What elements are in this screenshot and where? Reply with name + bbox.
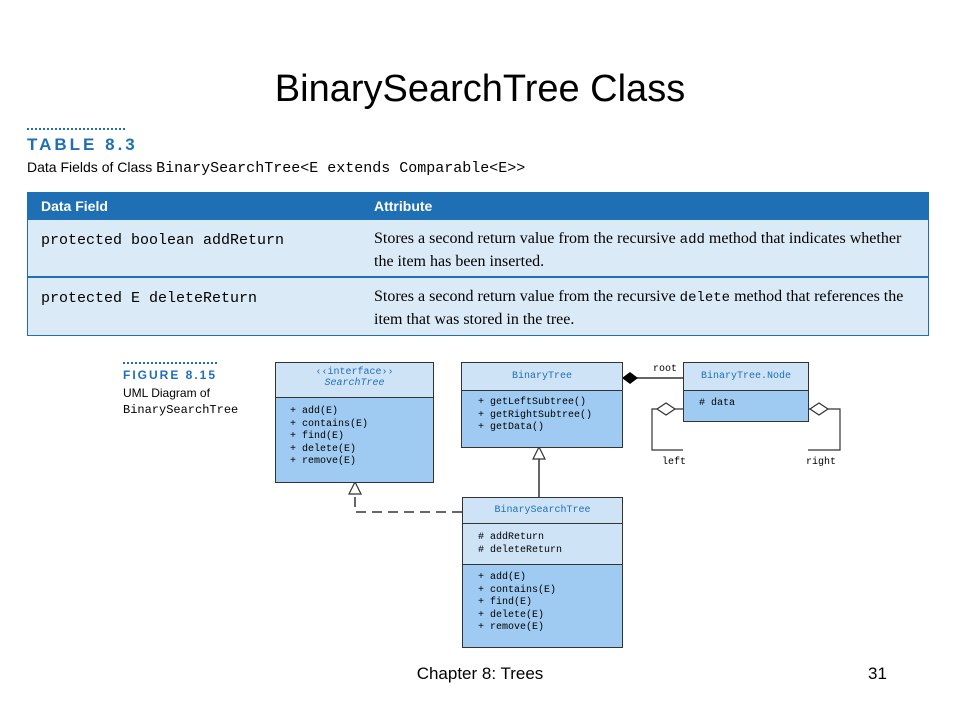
right-association-line [808, 408, 841, 451]
method-item: + getLeftSubtree() [478, 397, 587, 408]
cell-attribute: Stores a second return value from the re… [374, 228, 919, 272]
binarytree-class-box: BinaryTree + getLeftSubtree() + getRight… [461, 362, 623, 448]
left-aggregation-diamond [655, 402, 677, 416]
cell-attribute: Stores a second return value from the re… [374, 286, 919, 330]
searchtree-methods: + add(E) + contains(E) + find(E) + delet… [290, 406, 368, 469]
table-label: TABLE 8.3 [27, 135, 138, 154]
field-item: # addReturn [478, 532, 545, 543]
binarytree-name: BinaryTree [462, 363, 622, 391]
searchtree-interface-box: ‹‹interface›› SearchTree + add(E) + cont… [275, 362, 434, 483]
method-item: + find(E) [478, 597, 533, 608]
figure-caption: UML Diagram of [123, 386, 210, 400]
slide-title: BinarySearchTree Class [274, 68, 686, 110]
bst-fields-section: # addReturn # deleteReturn [463, 524, 622, 565]
attr-text: Stores a second return value from the re… [374, 288, 680, 305]
field-item: # deleteReturn [478, 544, 563, 556]
figure-caption-class: BinarySearchTree [123, 403, 239, 417]
interface-stereotype: ‹‹interface›› [315, 367, 394, 378]
cell-field: protected E deleteReturn [41, 290, 258, 307]
attr-text: method that references the item that was… [374, 288, 904, 328]
method-item: + contains(E) [478, 584, 557, 596]
page-number: 31 [868, 664, 887, 683]
method-item: + remove(E) [478, 622, 545, 633]
attr-code: delete [679, 290, 731, 306]
generalization-arrowhead [532, 445, 546, 460]
method-item: + remove(E) [290, 456, 357, 467]
searchtree-header: ‹‹interface›› SearchTree [276, 363, 433, 398]
table-caption-prefix: Data Fields of Class [27, 159, 157, 175]
node-class-box: BinaryTree.Node # data [683, 362, 809, 422]
method-item: + delete(E) [290, 443, 357, 455]
data-fields-table: Data Field Attribute protected boolean a… [27, 192, 929, 336]
left-label: left [662, 457, 687, 468]
realization-arrowhead [348, 480, 362, 495]
method-item: + add(E) [478, 572, 527, 583]
composition-diamond [622, 372, 638, 384]
node-name: BinaryTree.Node [684, 363, 808, 391]
realization-line [354, 494, 462, 513]
method-item: + getRightSubtree() [478, 409, 593, 421]
binarytree-methods: + getLeftSubtree() + getRightSubtree() +… [478, 397, 592, 435]
searchtree-name: SearchTree [324, 378, 385, 389]
binarysearchtree-class-box: BinarySearchTree # addReturn # deleteRet… [462, 497, 623, 648]
cell-field: protected boolean addReturn [41, 232, 285, 249]
header-data-field: Data Field [41, 198, 108, 214]
attr-text: method that indicates whether the item h… [374, 230, 902, 270]
root-label: root [653, 364, 678, 375]
bst-fields: # addReturn # deleteReturn [478, 532, 562, 557]
method-item: + getData() [478, 422, 545, 433]
table-header-row: Data Field Attribute [28, 193, 928, 220]
header-attribute: Attribute [374, 198, 433, 214]
attr-code: add [679, 232, 705, 248]
table-dotted-rule [27, 128, 125, 130]
node-field: # data [699, 398, 736, 409]
attr-text: Stores a second return value from the re… [374, 230, 680, 247]
right-label: right [806, 457, 837, 468]
method-item: + find(E) [290, 431, 345, 442]
bst-name: BinarySearchTree [463, 498, 622, 524]
left-association-line [651, 408, 683, 451]
table-caption-class: BinarySearchTree<E extends Comparable<E>… [156, 160, 526, 177]
right-aggregation-diamond [808, 402, 830, 416]
method-item: + add(E) [290, 406, 339, 417]
bst-methods: + add(E) + contains(E) + find(E) + delet… [478, 572, 556, 635]
figure-dotted-rule [123, 362, 217, 364]
method-item: + delete(E) [478, 609, 545, 621]
slide-footer: Chapter 8: Trees [416, 664, 544, 683]
method-item: + contains(E) [290, 418, 369, 430]
figure-label: FIGURE 8.15 [123, 368, 218, 382]
table-caption: Data Fields of Class BinarySearchTree<E … [27, 159, 525, 177]
table-row: protected E deleteReturn Stores a second… [28, 278, 928, 334]
table-row: protected boolean addReturn Stores a sec… [28, 220, 928, 278]
